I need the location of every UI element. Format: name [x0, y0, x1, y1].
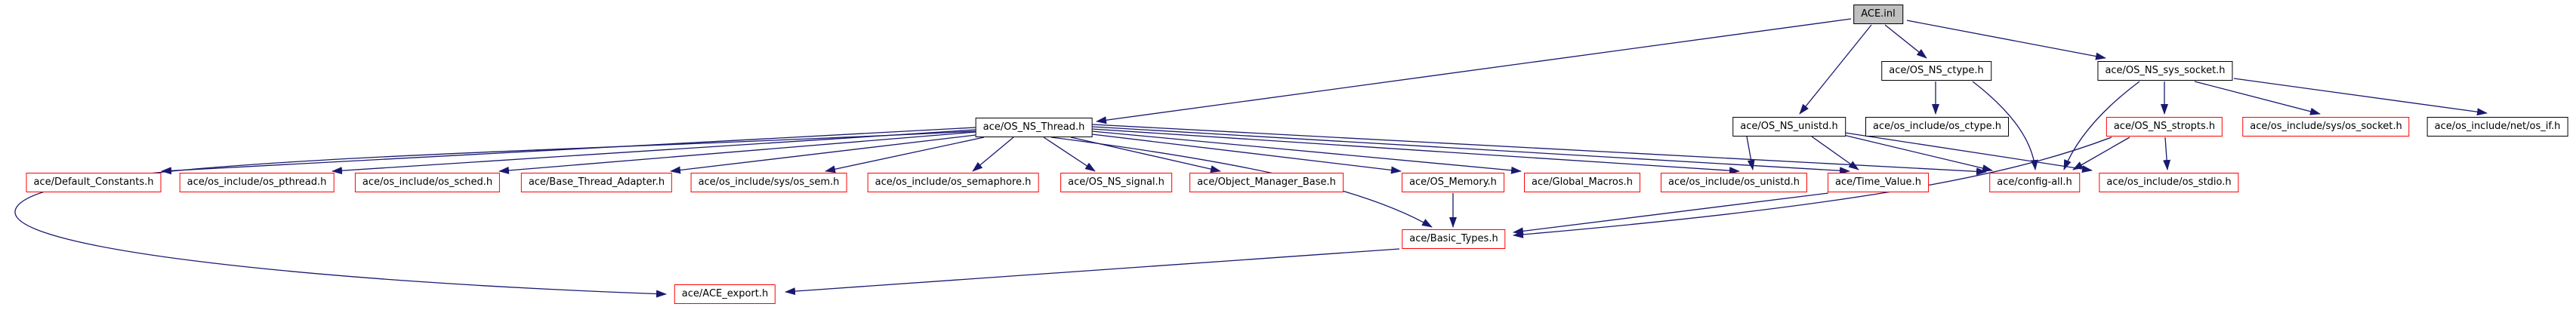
edge-n3-to-n9 — [161, 127, 976, 175]
node-ace-os-include-os-semaphore-h[interactable]: ace/os_include/os_semaphore.h — [867, 173, 1039, 192]
node-ace-default-constants-h[interactable]: ace/Default_Constants.h — [26, 173, 162, 192]
edge-n4-to-n22 — [1844, 132, 2093, 173]
node-ace-os-include-os-sched-h[interactable]: ace/os_include/os_sched.h — [354, 173, 501, 192]
edge-n4-to-n19 — [1746, 136, 1755, 170]
edge-n2-to-n8 — [2233, 78, 2488, 116]
edge-n3-to-n20 — [1091, 126, 1850, 175]
node-ace-object-manager-base-h[interactable]: ace/Object_Manager_Base.h — [1189, 173, 1344, 192]
edge-n3-to-n14 — [972, 137, 1014, 172]
node-ace-os-include-os-ctype-h[interactable]: ace/os_include/os_ctype.h — [1865, 117, 2009, 137]
edge-n2-to-n7 — [2194, 81, 2321, 115]
edge-n3-to-n19 — [1091, 128, 1740, 175]
edge-n6-to-n21 — [2072, 137, 2130, 170]
edge-n3-to-n21 — [1091, 124, 1987, 176]
node-ace-time-value-h[interactable]: ace/Time_Value.h — [1828, 173, 1929, 192]
node-ace-ace-export-h[interactable]: ace/ACE_export.h — [674, 284, 776, 304]
edge-n3-to-n16 — [1070, 137, 1221, 173]
node-ace-os-include-net-os-if-h[interactable]: ace/os_include/net/os_if.h — [2426, 117, 2568, 137]
edge-n23-to-n24 — [785, 248, 1400, 296]
node-ace-global-macros-h[interactable]: ace/Global_Macros.h — [1524, 173, 1640, 192]
node-ace-os-include-os-stdio-h[interactable]: ace/os_include/os_stdio.h — [2099, 173, 2239, 192]
node-ace-inl[interactable]: ACE.inl — [1853, 5, 1903, 24]
edge-n0-to-n1 — [1884, 24, 1927, 59]
node-ace-base-thread-adapter-h[interactable]: ace/Base_Thread_Adapter.h — [520, 173, 673, 192]
node-ace-os-ns-stropts-h[interactable]: ace/OS_NS_stropts.h — [2106, 117, 2223, 137]
edge-n3-to-n12 — [670, 134, 976, 174]
node-ace-os-ns-ctype-h[interactable]: ace/OS_NS_ctype.h — [1881, 61, 1991, 81]
edge-n0-to-n4 — [1799, 24, 1872, 115]
edge-n3-to-n15 — [1043, 137, 1096, 172]
edge-n2-to-n21 — [2063, 81, 2140, 170]
edge-n0-to-n3 — [1096, 18, 1852, 124]
edge-n4-to-n20 — [1811, 136, 1859, 170]
edge-n3-to-n13 — [825, 137, 985, 173]
node-ace-os-include-sys-os-sem-h[interactable]: ace/os_include/sys/os_sem.h — [690, 173, 847, 192]
node-ace-os-include-os-unistd-h[interactable]: ace/os_include/os_unistd.h — [1660, 173, 1808, 192]
node-ace-os-memory-h[interactable]: ace/OS_Memory.h — [1402, 173, 1504, 192]
edge-n4-to-n21 — [1843, 134, 1993, 172]
edge-n3-to-n18 — [1091, 130, 1522, 174]
edge-group — [14, 18, 2488, 298]
edge-n3-to-n11 — [498, 131, 976, 174]
node-ace-basic-types-h[interactable]: ace/Basic_Types.h — [1402, 229, 1506, 249]
node-ace-os-ns-unistd-h[interactable]: ace/OS_NS_unistd.h — [1732, 117, 1846, 137]
node-ace-os-ns-signal-h[interactable]: ace/OS_NS_signal.h — [1060, 173, 1172, 192]
edge-n6-to-n22 — [2163, 137, 2171, 170]
node-ace-os-ns-sys-socket-h[interactable]: ace/OS_NS_sys_socket.h — [2097, 61, 2233, 81]
node-ace-os-include-os-pthread-h[interactable]: ace/os_include/os_pthread.h — [179, 173, 335, 192]
node-ace-os-ns-thread-h[interactable]: ace/OS_NS_Thread.h — [975, 118, 1093, 137]
edge-n3-to-n17 — [1091, 134, 1402, 174]
node-ace-os-include-sys-os-socket-h[interactable]: ace/os_include/sys/os_socket.h — [2242, 117, 2410, 137]
node-ace-config-all-h[interactable]: ace/config-all.h — [1989, 173, 2080, 192]
edge-n3-to-n24 — [14, 130, 976, 298]
edge-n1-to-n21 — [1972, 81, 2038, 170]
edge-n0-to-n2 — [1906, 20, 2106, 60]
edge-n20-to-n23 — [1513, 192, 1829, 235]
